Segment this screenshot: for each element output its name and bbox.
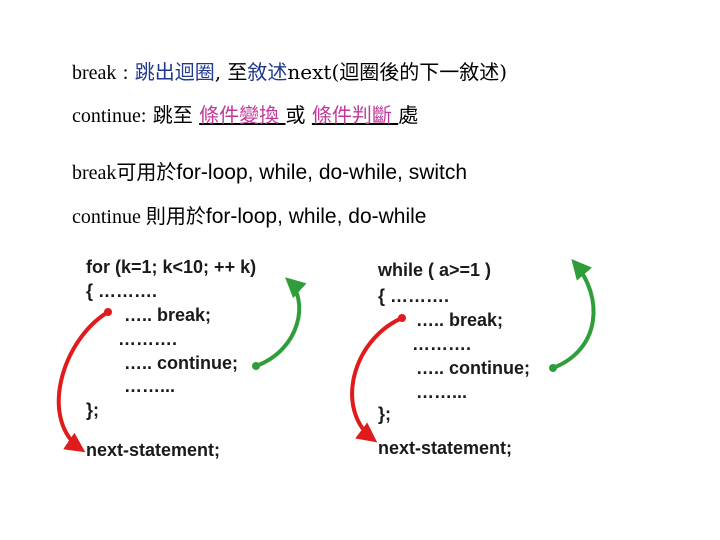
break-usage-line: break可用於for-loop, while, do-while, switc… bbox=[72, 156, 467, 185]
break-desc-next: next(迴圈後的下一敘述) bbox=[287, 60, 508, 84]
break-keyword-usage: break bbox=[72, 162, 117, 184]
left-code-continue: ….. continue; bbox=[124, 353, 238, 373]
right-code-continue: ….. continue; bbox=[416, 358, 530, 378]
left-code-line-1: for (k=1; k<10; ++ k) bbox=[86, 257, 257, 277]
continue-usage-line: continue 則用於for-loop, while, do-while bbox=[72, 200, 426, 229]
left-continue-arrow bbox=[252, 277, 307, 370]
break-desc-to: , 至 bbox=[214, 60, 248, 84]
continue-keyword: continue: bbox=[72, 105, 147, 127]
continue-desc-or: 或 bbox=[285, 103, 312, 127]
break-keyword: break bbox=[72, 62, 117, 84]
right-break-arrow bbox=[350, 314, 406, 443]
continue-description-line: continue: 跳至 條件變換 或 條件判斷 處 bbox=[72, 99, 418, 128]
left-code-line-2: { ………. bbox=[86, 281, 158, 301]
left-next-statement: next-statement; bbox=[86, 440, 221, 460]
left-code-line-4: ………. bbox=[118, 329, 178, 349]
break-usage-zh: 可用於 bbox=[116, 160, 177, 184]
break-usage-list: for-loop, while, do-while, switch bbox=[176, 161, 468, 184]
right-code-line-2: { ………. bbox=[378, 286, 450, 306]
right-next-statement: next-statement; bbox=[378, 438, 513, 458]
right-continue-arrow bbox=[549, 258, 596, 372]
link-condition-check[interactable]: 條件判斷 bbox=[311, 103, 399, 127]
continue-desc-jump: 跳至 bbox=[146, 103, 200, 127]
continue-usage-list: for-loop, while, do-while bbox=[205, 205, 427, 228]
break-desc-statement: 敘述 bbox=[247, 60, 288, 84]
continue-desc-place: 處 bbox=[398, 103, 419, 127]
link-condition-change[interactable]: 條件變換 bbox=[199, 103, 286, 127]
continue-usage-zh: 則用於 bbox=[145, 204, 206, 228]
left-code-line-6: ……... bbox=[124, 376, 176, 396]
right-code-line-4: ………. bbox=[412, 334, 472, 354]
right-code-break: ….. break; bbox=[416, 310, 504, 330]
left-break-arrow bbox=[56, 308, 112, 453]
break-desc-exit-loop: 跳出迴圈 bbox=[134, 60, 215, 84]
right-code-line-1: while ( a>=1 ) bbox=[378, 260, 492, 280]
right-code-line-6: ……... bbox=[416, 382, 468, 402]
right-code-close: }; bbox=[378, 404, 391, 424]
left-code-break: ….. break; bbox=[124, 305, 212, 325]
continue-keyword-usage: continue bbox=[72, 206, 146, 228]
colon: : bbox=[122, 62, 129, 84]
left-code-close: }; bbox=[86, 400, 99, 420]
break-description-line: break : 跳出迴圈, 至敘述next(迴圈後的下一敘述) bbox=[72, 56, 507, 85]
